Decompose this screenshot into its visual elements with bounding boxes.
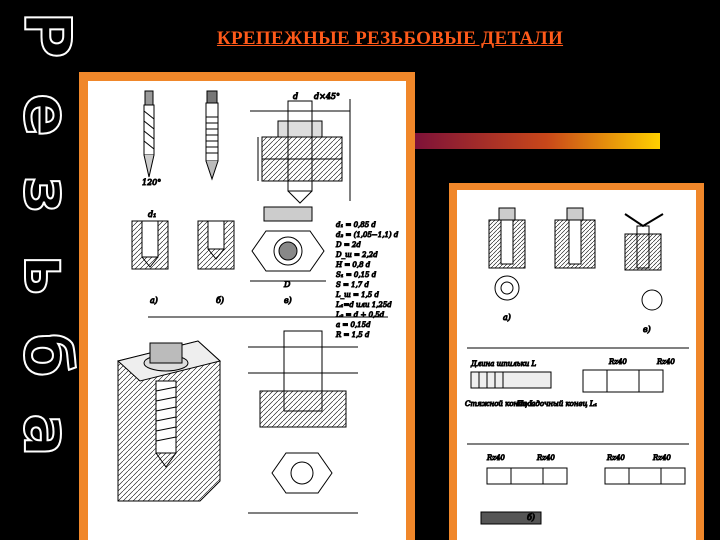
roughness-label: Rz40 xyxy=(652,454,671,462)
formula: a = 0,15d xyxy=(336,321,371,329)
vertical-title-letter: б xyxy=(8,332,84,379)
dimension-label: 120° xyxy=(142,178,161,187)
vertical-title-letter: з xyxy=(8,175,84,214)
stud-drawing xyxy=(470,369,664,393)
vertical-title-letter: Р xyxy=(8,11,84,60)
roughness-label: Rz40 xyxy=(536,454,555,462)
screw-views xyxy=(488,207,664,311)
gradient-bar xyxy=(408,133,660,149)
tap-icon xyxy=(205,90,219,181)
formula: d₂ = (1,05−1,1) d xyxy=(336,231,399,239)
view-label: а) xyxy=(503,313,511,322)
vertical-title-letter: ь xyxy=(8,254,84,296)
formula: d₁ = 0,85 d xyxy=(336,221,376,229)
vertical-title-letter: е xyxy=(8,92,84,137)
roughness-label: Rz40 xyxy=(606,454,625,462)
stud-section-drawing xyxy=(248,330,358,514)
caption: Стяжной конец L xyxy=(465,400,534,408)
formula: S = 1,7 d xyxy=(336,281,369,289)
vertical-title-letter: а xyxy=(8,412,84,457)
drill-icon xyxy=(143,90,155,178)
dimension-label: D xyxy=(283,280,291,289)
formula: D = 2d xyxy=(335,241,361,249)
left-drawing: d₁ = 0,85 d d₂ = (1,05−1,1) d D = 2d D_ш… xyxy=(88,81,406,540)
formula: L₁=d или 1,25d xyxy=(335,301,392,309)
nut-drawing xyxy=(250,206,326,282)
right-drawing: а) в) Длина шпильки L Стяжной конец L По… xyxy=(457,190,696,540)
hole-section-a xyxy=(131,220,169,270)
roughness-label: Rz40 xyxy=(608,358,627,366)
view-label: б) xyxy=(216,296,224,305)
view-label: б) xyxy=(527,513,535,522)
bolt-assembly-drawing xyxy=(250,99,351,204)
caption: Посадочный конец L₁ xyxy=(516,400,597,408)
dimension-label: d×45° xyxy=(314,92,340,101)
slide-title: КРЕПЕЖНЫЕ РЕЗЬБОВЫЕ ДЕТАЛИ xyxy=(216,28,564,49)
formula: D_ш = 2,2d xyxy=(335,251,378,259)
hole-section-b xyxy=(197,220,235,270)
caption: Длина шпильки L xyxy=(470,360,536,368)
view-label: а) xyxy=(150,296,158,305)
formula: S₁ = 0,15 d xyxy=(336,271,377,279)
roughness-label: Rz40 xyxy=(486,454,505,462)
formula: H = 0,8 d xyxy=(335,261,371,269)
view-label: в) xyxy=(284,296,292,305)
formula: L_ш = 1,5 d xyxy=(335,291,379,299)
stud-dimensioned xyxy=(480,467,686,525)
view-label: в) xyxy=(643,325,651,334)
formula: R = 1,5 d xyxy=(335,331,370,339)
roughness-label: Rz40 xyxy=(656,358,675,366)
dimension-label: d₁ xyxy=(148,210,156,219)
bolt-block-3d xyxy=(116,340,222,502)
formula: L₂ = d + 0,5d xyxy=(335,311,385,319)
vertical-title: Р е з ь б а xyxy=(8,0,84,540)
dimension-label: d xyxy=(293,92,298,101)
